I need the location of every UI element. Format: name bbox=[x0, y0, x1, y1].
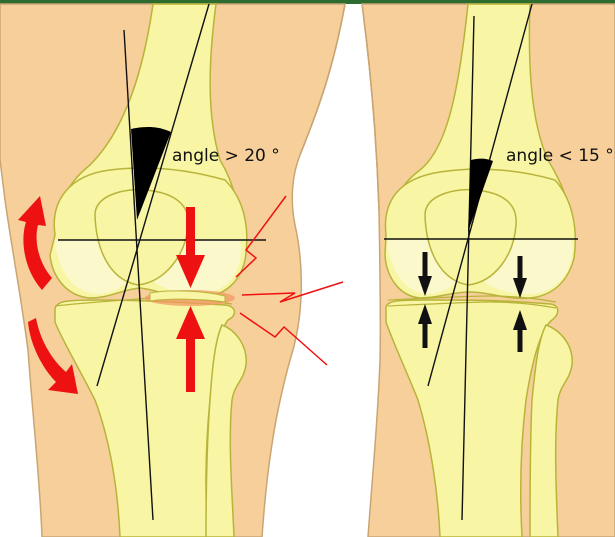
panel-gap bbox=[347, 4, 363, 537]
right-knee-panel: angle < 15 ° bbox=[362, 4, 615, 537]
left-angle-label: angle > 20 ° bbox=[172, 146, 280, 166]
left-knee-panel: angle > 20 ° bbox=[0, 4, 345, 537]
right-angle-label: angle < 15 ° bbox=[506, 146, 614, 166]
